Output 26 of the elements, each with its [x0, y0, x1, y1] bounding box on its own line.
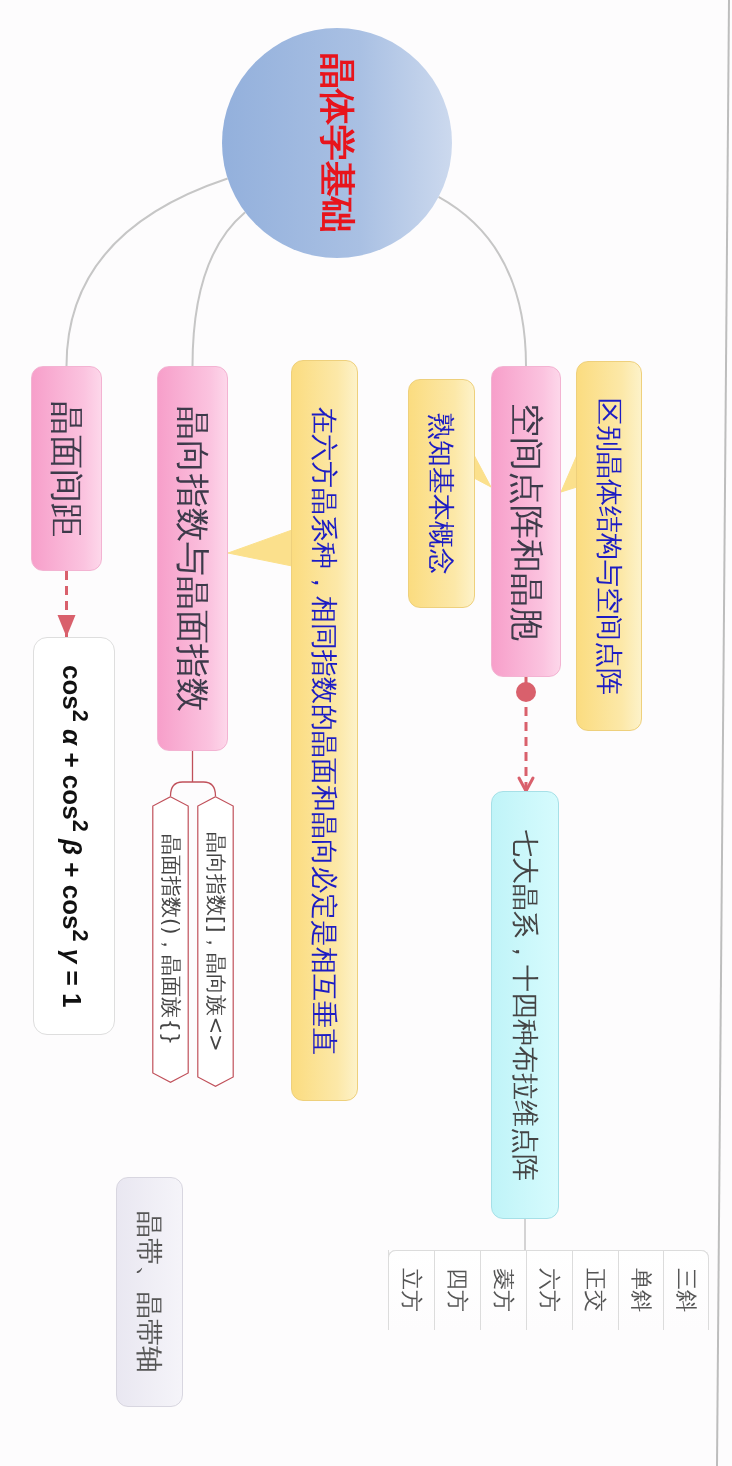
callout-box: 在六方晶系种，相同指数的晶面和晶向必定是相互垂直 — [291, 360, 358, 1101]
list-cell: 正交 — [572, 1250, 618, 1330]
topic-box: 晶向指数与晶面指数 — [157, 366, 228, 751]
connector-line — [65, 177, 229, 367]
dashed-arrow — [516, 677, 536, 793]
hexagon-box: 晶面指数()，晶面族{} — [152, 796, 189, 1083]
list-cell: 三斜 — [663, 1250, 709, 1330]
callout-box: 熟知基本概念 — [408, 379, 475, 608]
list-cell: 四方 — [434, 1250, 480, 1330]
list-cell: 单斜 — [618, 1250, 663, 1330]
hexagon-box: 晶向指数[]，晶向族<> — [197, 796, 234, 1087]
topic-box: 晶面间距 — [31, 366, 102, 571]
callout-box: 区别晶体结构与空间点阵 — [576, 361, 642, 731]
list-cell: 六方 — [526, 1250, 572, 1330]
topic-box: 晶带、晶带轴 — [116, 1177, 183, 1407]
callout-pointer — [227, 529, 293, 567]
list-cell: 菱方 — [480, 1250, 526, 1330]
connector-line — [437, 196, 527, 367]
list-table — [388, 1250, 709, 1330]
topic-box: 空间点阵和晶胞 — [491, 366, 561, 677]
list-cell: 立方 — [388, 1250, 434, 1330]
dashed-arrow — [57, 571, 76, 637]
connector-line — [524, 1218, 526, 1251]
root-circle: 晶体学基础 — [222, 28, 452, 258]
subtopic-box: 七大晶系，十四种布拉维点阵 — [491, 791, 559, 1219]
connector-line — [191, 211, 247, 367]
